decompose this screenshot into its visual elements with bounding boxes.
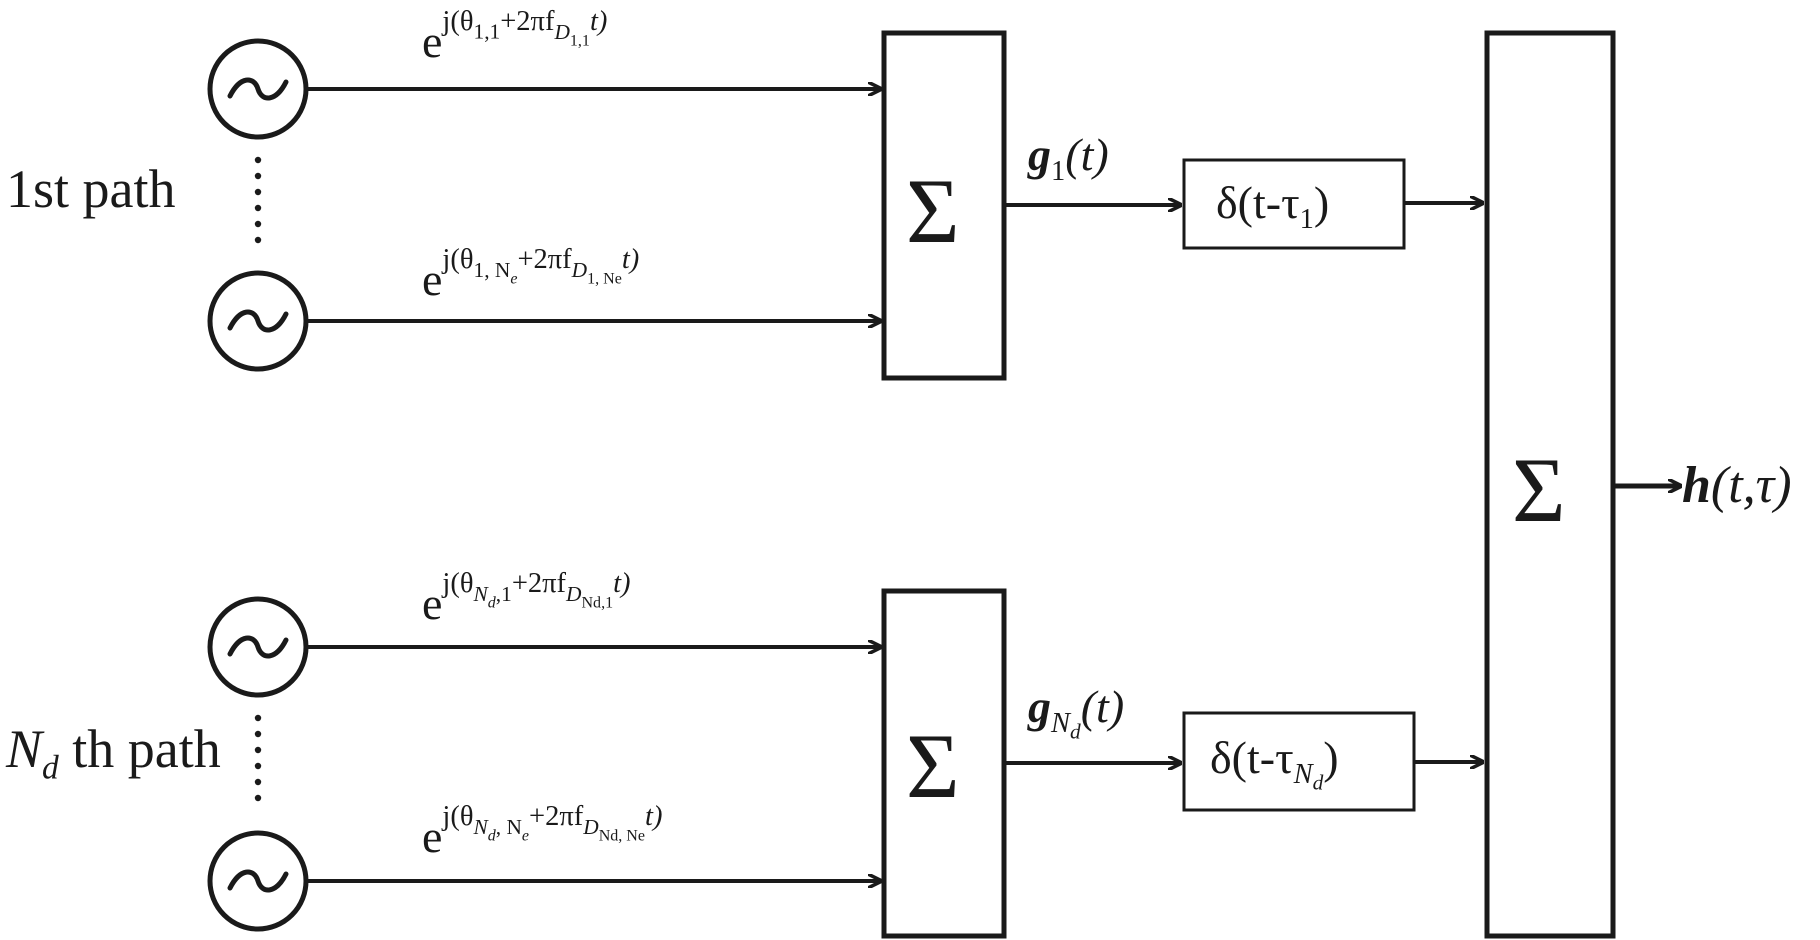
exp-theta-sub: 1,1: [473, 19, 501, 44]
sum-symbol-last: Σ: [906, 715, 960, 817]
sum-block-first: [881, 30, 1007, 381]
delay-subsub: d: [1312, 770, 1324, 795]
exp-theta-tail: , N: [495, 814, 522, 839]
exp-base: e: [422, 811, 443, 863]
last-path-label: Nd th path: [6, 722, 221, 785]
exp-theta-sub: N: [473, 581, 488, 606]
oscillator-nd-1: [207, 596, 309, 698]
signal-subsub: d: [1070, 719, 1081, 744]
output-var: h: [1682, 457, 1711, 514]
first-path-label-text: 1st path: [6, 159, 176, 219]
first-path-label: 1st path: [6, 162, 176, 216]
exp-mid: +2πf: [500, 6, 555, 37]
delay-label-last: δ(t-τNd): [1210, 735, 1339, 794]
exp-f-subsub: Nd,1: [581, 593, 614, 611]
oscillator-1-ne: [207, 270, 309, 372]
exp-label-nd-ne: ej(θNd, Ne+2πfDNd, Net): [422, 801, 663, 863]
delay-block-last: [1182, 711, 1416, 812]
exp-prefix: j(θ: [442, 801, 474, 832]
last-path-label-var: N: [6, 719, 43, 779]
exp-suffix: t): [621, 244, 640, 275]
last-path-label-sub: d: [42, 749, 59, 787]
exp-mid: +2πf: [517, 244, 572, 275]
final-sum-symbol: Σ: [1512, 439, 1566, 541]
sum-block-last: [881, 588, 1007, 939]
exp-prefix: j(θ: [442, 244, 474, 275]
signal-label-gnd: gNd(t): [1028, 684, 1124, 743]
exp-theta-tail: ,1: [495, 581, 512, 606]
exp-suffix: t): [645, 801, 663, 832]
exp-base: e: [422, 254, 443, 306]
exp-theta-sub: 1, N: [473, 257, 511, 282]
delay-close: ): [1313, 177, 1330, 228]
delay-sub: N: [1293, 758, 1313, 790]
signal-sub: N: [1051, 707, 1071, 739]
oscillator-1-1: [207, 38, 309, 140]
signal-arg: (t): [1080, 681, 1125, 732]
exp-label-nd-1: ej(θNd,1+2πfDNd,1t): [422, 568, 631, 630]
signal-sub: 1: [1051, 155, 1066, 187]
ellipsis-dots-first: [254, 156, 262, 244]
exp-theta-subsub: d: [487, 826, 496, 844]
exp-suffix: t): [613, 568, 631, 599]
exp-theta-subsub: d: [487, 593, 496, 611]
ellipsis-dots-last: [254, 714, 262, 802]
exp-f-subsub: Nd, Ne: [598, 826, 646, 844]
output-label: h(t,τ): [1682, 460, 1792, 512]
exp-f-sub: D: [566, 581, 582, 606]
exp-f-sub: D: [554, 19, 570, 44]
delay-sub: 1: [1299, 203, 1314, 235]
sum-symbol-first: Σ: [906, 160, 960, 262]
exp-theta-tail-sub: e: [521, 826, 530, 844]
exp-f-subsub: 1, Ne: [587, 269, 622, 287]
signal-var: g: [1028, 129, 1051, 180]
exp-mid: +2πf: [511, 568, 567, 599]
signal-arg: (t): [1065, 129, 1109, 180]
exp-base: e: [422, 16, 443, 68]
exp-label-1-1: ej(θ1,1+2πfD1,1t): [422, 6, 608, 68]
output-arg: (t,τ): [1710, 457, 1792, 514]
signal-var: g: [1028, 681, 1051, 732]
exp-theta-sub: N: [473, 814, 488, 839]
delay-text: δ(t-τ: [1210, 732, 1294, 783]
exp-base: e: [422, 578, 443, 630]
delay-close: ): [1323, 732, 1339, 783]
exp-label-1-ne: ej(θ1, Ne+2πfD1, Net): [422, 244, 640, 306]
delay-label-first: δ(t-τ1): [1216, 180, 1329, 234]
exp-f-sub: D: [571, 257, 588, 282]
exp-f-sub: D: [583, 814, 599, 839]
oscillator-nd-ne: [207, 830, 309, 932]
exp-mid: +2πf: [529, 801, 584, 832]
exp-suffix: t): [589, 6, 608, 37]
exp-theta-subsub: e: [510, 269, 518, 287]
exp-f-subsub: 1,1: [569, 31, 590, 49]
signal-label-g1: g1(t): [1028, 132, 1109, 186]
delay-text: δ(t-τ: [1216, 177, 1300, 228]
exp-prefix: j(θ: [442, 568, 474, 599]
last-path-label-rest: th path: [72, 719, 221, 779]
exp-prefix: j(θ: [442, 6, 474, 37]
